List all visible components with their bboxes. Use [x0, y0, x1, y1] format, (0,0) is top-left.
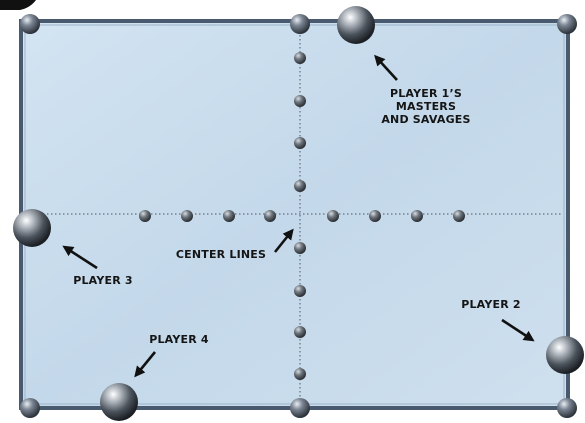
line-marker — [294, 95, 306, 107]
rivet — [20, 398, 40, 418]
player1-label-line3: AND SAVAGES — [376, 113, 476, 126]
player3-piece — [13, 209, 51, 247]
line-marker — [294, 368, 306, 380]
line-marker — [294, 137, 306, 149]
center-lines-label: CENTER LINES — [162, 248, 280, 261]
rivet — [290, 398, 310, 418]
cropped-corner-graphic — [0, 0, 36, 10]
line-marker — [294, 326, 306, 338]
line-marker — [264, 210, 276, 222]
line-marker — [294, 285, 306, 297]
line-marker — [223, 210, 235, 222]
player1-piece — [337, 6, 375, 44]
rivet — [557, 398, 577, 418]
player2-label: PLAYER 2 — [447, 298, 535, 311]
line-marker — [181, 210, 193, 222]
player2-piece — [546, 336, 584, 374]
line-marker — [139, 210, 151, 222]
player4-piece — [100, 383, 138, 421]
rivet — [20, 14, 40, 34]
player1-label-line2: MASTERS — [376, 100, 476, 113]
rivet — [557, 14, 577, 34]
player3-label: PLAYER 3 — [58, 274, 148, 287]
line-marker — [453, 210, 465, 222]
rivet — [290, 14, 310, 34]
line-marker — [294, 52, 306, 64]
player1-label-line1: PLAYER 1’S — [376, 87, 476, 100]
player4-label: PLAYER 4 — [134, 333, 224, 346]
line-marker — [294, 242, 306, 254]
line-marker — [369, 210, 381, 222]
line-marker — [327, 210, 339, 222]
line-marker — [294, 180, 306, 192]
player1-label: PLAYER 1’S MASTERS AND SAVAGES — [376, 87, 476, 126]
line-marker — [411, 210, 423, 222]
